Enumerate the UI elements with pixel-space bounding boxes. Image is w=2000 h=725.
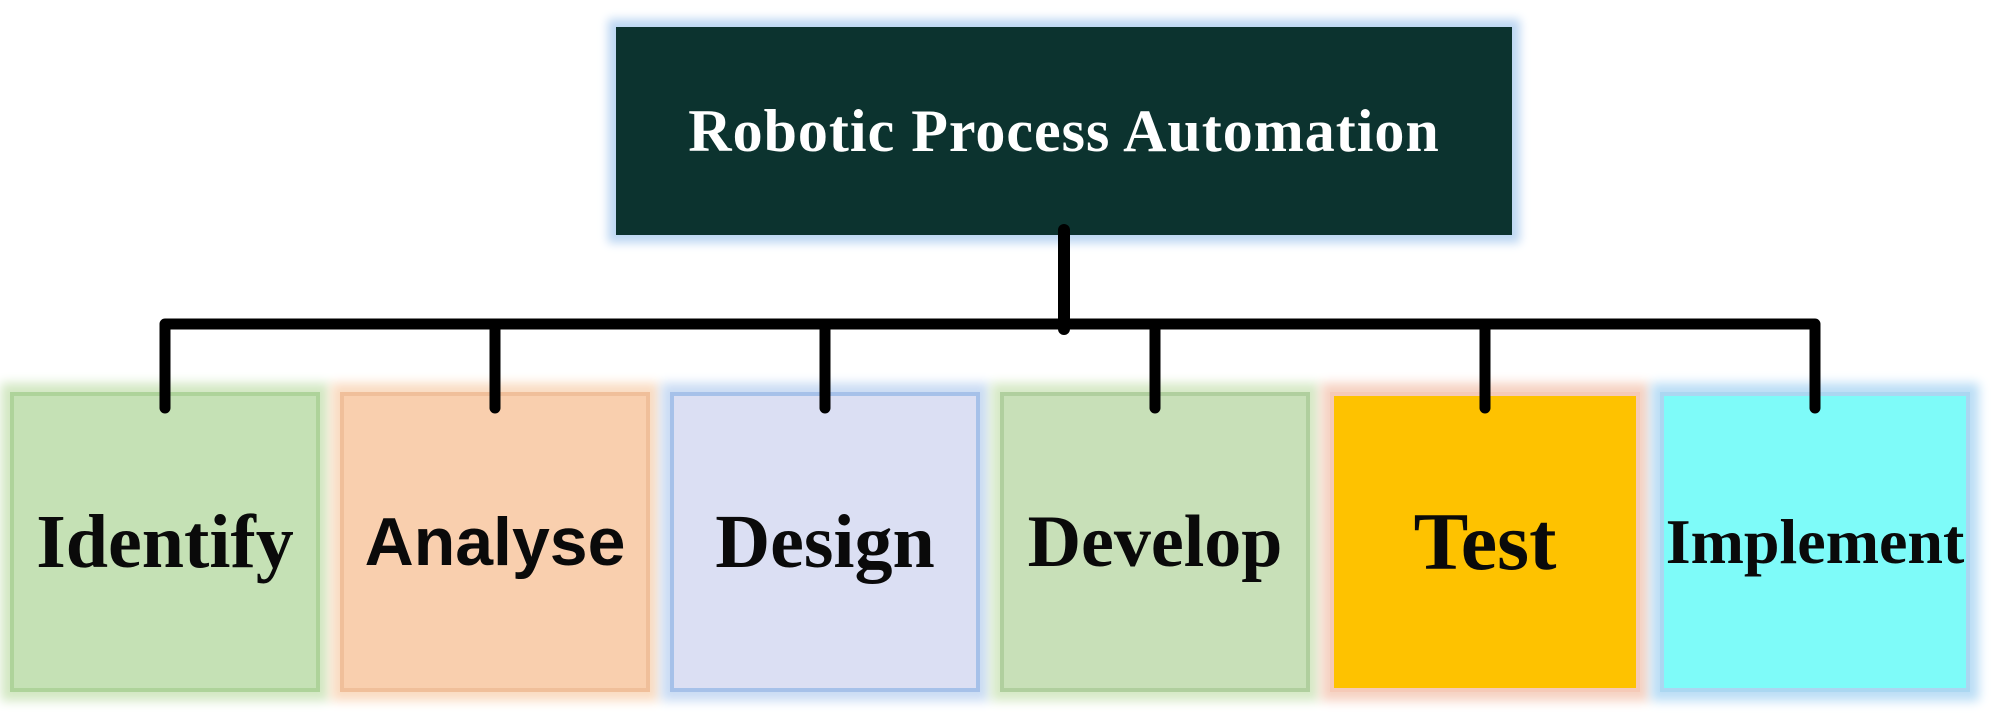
root-node: Robotic Process Automation: [616, 27, 1512, 235]
node-analyse: Analyse: [340, 392, 650, 692]
node-design-label: Design: [715, 499, 935, 584]
node-test-label: Test: [1413, 496, 1557, 587]
node-implement: Implement: [1660, 392, 1970, 692]
node-implement-label: Implement: [1665, 506, 1965, 577]
node-analyse-label: Analyse: [364, 504, 626, 580]
node-identify: Identify: [10, 392, 320, 692]
node-identify-label: Identify: [36, 499, 294, 584]
node-test: Test: [1330, 392, 1640, 692]
node-develop: Develop: [1000, 392, 1310, 692]
node-design: Design: [670, 392, 980, 692]
root-node-label: Robotic Process Automation: [688, 97, 1440, 164]
node-develop-label: Develop: [1027, 500, 1283, 583]
